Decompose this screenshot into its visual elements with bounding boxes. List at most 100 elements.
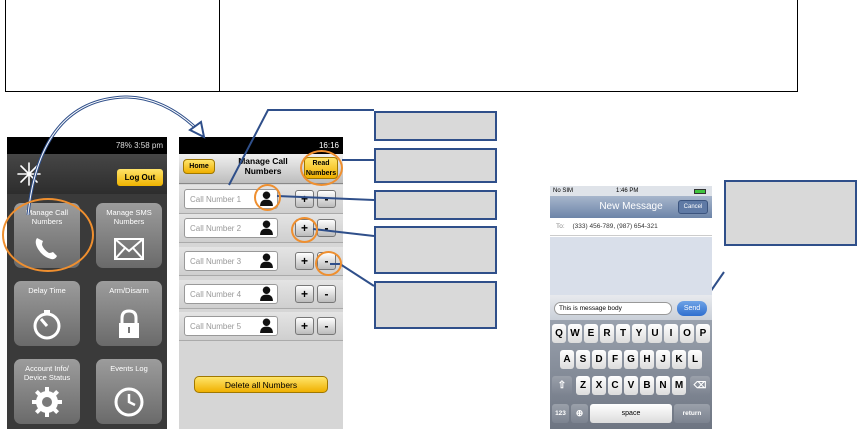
highlight-ring xyxy=(315,251,342,276)
callout-line xyxy=(312,228,375,237)
call-number-field[interactable]: Call Number 4 xyxy=(184,284,278,304)
send-button[interactable]: Send xyxy=(677,301,707,316)
tile-events-log[interactable]: Events Log xyxy=(96,359,162,424)
contact-icon[interactable] xyxy=(259,220,274,235)
envelope-icon xyxy=(114,238,144,260)
highlight-ring xyxy=(254,184,281,211)
delete-all-button[interactable]: Delete all Numbers xyxy=(194,376,328,393)
page-title: Manage Call Numbers xyxy=(238,156,288,176)
navigation-bar: New Message xyxy=(550,196,712,218)
status-bar: No SIM 1:46 PM xyxy=(550,186,712,196)
field-placeholder: Call Number 4 xyxy=(190,290,242,299)
globe-key-icon[interactable]: ⊕ xyxy=(571,404,588,423)
arrow-head-icon xyxy=(188,120,206,139)
key[interactable]: Z xyxy=(576,376,590,395)
conversation-area xyxy=(550,237,712,295)
field-placeholder: Call Number 1 xyxy=(190,195,242,204)
remove-button[interactable]: - xyxy=(317,317,336,335)
remove-button[interactable]: - xyxy=(317,285,336,303)
key[interactable]: G xyxy=(624,350,638,369)
field-placeholder: Call Number 5 xyxy=(190,322,242,331)
status-bar: 78% 3:58 pm xyxy=(7,137,167,154)
key[interactable]: C xyxy=(608,376,622,395)
shift-key-icon[interactable]: ⇧ xyxy=(552,376,572,395)
add-button[interactable]: + xyxy=(295,252,314,270)
key[interactable]: K xyxy=(672,350,686,369)
callout-box xyxy=(374,148,497,183)
field-placeholder: Call Number 2 xyxy=(190,224,242,233)
tile-manage-sms-numbers[interactable]: Manage SMS Numbers xyxy=(96,203,162,268)
key[interactable]: V xyxy=(624,376,638,395)
key[interactable]: J xyxy=(656,350,670,369)
contact-icon[interactable] xyxy=(259,286,274,301)
key[interactable]: O xyxy=(680,324,694,343)
key[interactable]: D xyxy=(592,350,606,369)
key[interactable]: T xyxy=(616,324,630,343)
home-button[interactable]: Home xyxy=(183,159,215,174)
key[interactable]: X xyxy=(592,376,606,395)
top-table xyxy=(5,0,798,92)
callout-box xyxy=(724,180,857,246)
key[interactable]: M xyxy=(672,376,686,395)
gear-icon xyxy=(32,387,62,417)
status-text: 78% 3:58 pm xyxy=(115,141,163,150)
call-number-field[interactable]: Call Number 2 xyxy=(184,218,278,238)
key[interactable]: B xyxy=(640,376,654,395)
key[interactable]: I xyxy=(664,324,678,343)
callout-box xyxy=(374,111,497,141)
cancel-button[interactable]: Cancel xyxy=(678,200,708,214)
key[interactable]: W xyxy=(568,324,582,343)
add-button[interactable]: + xyxy=(295,285,314,303)
keyboard: Q W E R T Y U I O P A S D F G H J K L ⇧ … xyxy=(550,320,712,429)
key[interactable]: F xyxy=(608,350,622,369)
key[interactable]: H xyxy=(640,350,654,369)
tile-label: Manage SMS Numbers xyxy=(106,208,152,226)
key[interactable]: U xyxy=(648,324,662,343)
call-number-field[interactable]: Call Number 3 xyxy=(184,251,278,271)
highlight-ring xyxy=(300,150,343,186)
navigation-arrow-highlight xyxy=(27,96,201,216)
clock-icon xyxy=(114,387,144,417)
key[interactable]: S xyxy=(576,350,590,369)
space-key[interactable]: space xyxy=(590,404,672,423)
call-number-row: Call Number 4 + - xyxy=(179,280,343,309)
key[interactable]: L xyxy=(688,350,702,369)
to-label: To: xyxy=(556,223,565,230)
key[interactable]: R xyxy=(600,324,614,343)
key[interactable]: A xyxy=(560,350,574,369)
tile-label: Account Info/ Device Status xyxy=(23,364,71,382)
logout-button[interactable]: Log Out xyxy=(117,169,163,186)
tile-arm-disarm[interactable]: Arm/Disarm xyxy=(96,281,162,346)
battery-icon xyxy=(694,189,706,194)
highlight-ring xyxy=(2,198,94,272)
tile-delay-time[interactable]: Delay Time xyxy=(14,281,80,346)
key[interactable]: N xyxy=(656,376,670,395)
numbers-key[interactable]: 123 xyxy=(552,404,569,423)
message-input[interactable]: This is message body xyxy=(554,302,672,315)
to-field[interactable]: To: (333) 456-789, (987) 654-321 xyxy=(550,218,712,236)
page-title: New Message xyxy=(599,201,663,212)
call-number-field[interactable]: Call Number 5 xyxy=(184,316,278,336)
field-placeholder: Call Number 3 xyxy=(190,257,242,266)
key[interactable]: Q xyxy=(552,324,566,343)
contact-icon[interactable] xyxy=(259,253,274,268)
to-recipients: (333) 456-789, (987) 654-321 xyxy=(572,223,658,230)
tile-account-info[interactable]: Account Info/ Device Status xyxy=(14,359,80,424)
return-key[interactable]: return xyxy=(674,404,710,423)
timer-icon xyxy=(33,310,61,340)
add-button[interactable]: + xyxy=(295,317,314,335)
highlight-ring xyxy=(291,217,318,243)
contact-icon[interactable] xyxy=(259,318,274,333)
status-bar: 16:16 xyxy=(179,137,343,154)
backspace-key-icon[interactable]: ⌫ xyxy=(690,376,710,395)
key[interactable]: P xyxy=(696,324,710,343)
status-time: 1:46 PM xyxy=(616,188,639,194)
tile-label: Events Log xyxy=(110,364,148,373)
callout-box xyxy=(374,226,497,274)
key[interactable]: E xyxy=(584,324,598,343)
key[interactable]: Y xyxy=(632,324,646,343)
callout-box xyxy=(374,281,497,329)
add-button[interactable]: + xyxy=(295,190,314,208)
table-divider xyxy=(219,0,220,91)
